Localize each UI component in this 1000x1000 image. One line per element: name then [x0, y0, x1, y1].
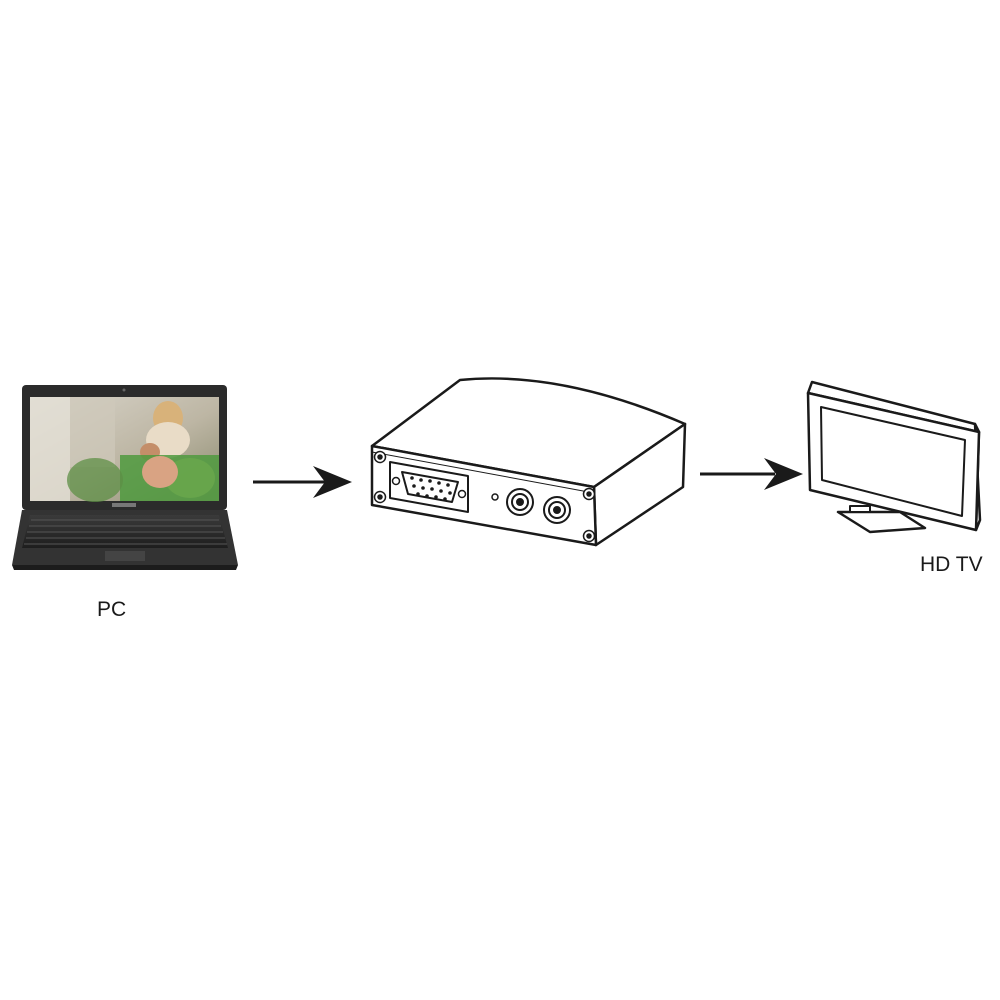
- vga-port-icon: [389, 461, 469, 513]
- led-icon: [491, 493, 499, 501]
- monitor-icon: [806, 380, 982, 534]
- screw-icon: [373, 450, 596, 543]
- converter-box-icon: [370, 377, 687, 547]
- rca-jack-icon: [506, 488, 571, 524]
- laptop-icon: [12, 385, 238, 570]
- arrow-converter-to-tv: [700, 458, 803, 490]
- arrow-pc-to-converter: [253, 466, 352, 498]
- hd-tv-label: HD TV: [920, 553, 983, 576]
- pc-label: PC: [97, 598, 127, 621]
